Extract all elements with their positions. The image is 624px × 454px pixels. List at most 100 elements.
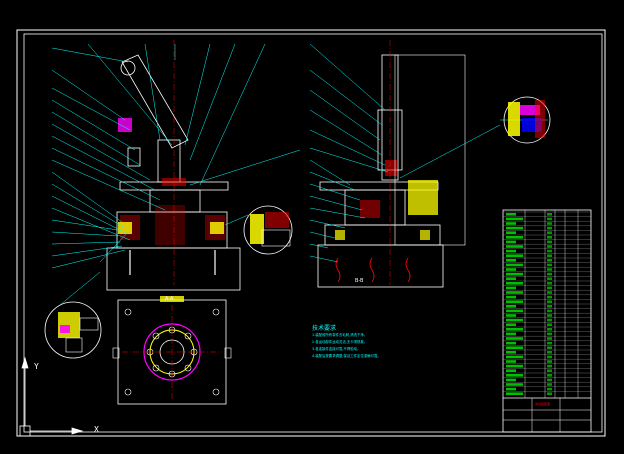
parts-row-name bbox=[506, 236, 523, 239]
parts-row-name bbox=[506, 277, 516, 280]
parts-row-qty bbox=[547, 217, 552, 221]
detail-view-left bbox=[44, 301, 102, 359]
parts-row-qty bbox=[547, 383, 552, 386]
parts-row-qty bbox=[547, 222, 552, 225]
parts-row-name bbox=[506, 268, 516, 271]
technical-note: 4.装配后按要求调整,保证工件定位准确可靠。 bbox=[312, 354, 381, 358]
parts-row-qty bbox=[547, 259, 552, 262]
parts-row-name bbox=[506, 272, 523, 276]
parts-row-name bbox=[506, 295, 516, 299]
parts-row-qty bbox=[547, 213, 552, 216]
parts-row-qty bbox=[547, 364, 552, 368]
parts-row-name bbox=[506, 305, 516, 308]
leader-lines-right bbox=[309, 43, 548, 263]
parts-row-name bbox=[506, 332, 516, 336]
parts-row-name bbox=[506, 314, 516, 317]
detail-view-right bbox=[503, 96, 551, 144]
outer-frame bbox=[16, 29, 606, 437]
parts-row-qty bbox=[547, 387, 552, 391]
parts-row-qty bbox=[547, 355, 552, 359]
parts-row-name bbox=[506, 387, 516, 391]
parts-row-qty bbox=[547, 254, 552, 257]
technical-note: 1.装配前所有零件去毛刺,清洗干净。 bbox=[312, 333, 368, 337]
parts-row-qty bbox=[547, 226, 552, 230]
parts-row-qty bbox=[547, 268, 552, 271]
view-label-side: B-B bbox=[355, 278, 364, 284]
parts-row-name bbox=[506, 378, 516, 382]
parts-row-qty bbox=[547, 236, 552, 239]
parts-row-name bbox=[506, 259, 516, 262]
parts-row-name bbox=[506, 374, 523, 377]
parts-row-qty bbox=[547, 369, 552, 372]
parts-row-name bbox=[506, 318, 523, 322]
parts-row-name bbox=[506, 323, 516, 326]
technical-note: 2.各运动部件运动灵活,无卡滞现象。 bbox=[312, 340, 368, 344]
parts-row-qty bbox=[547, 351, 552, 354]
parts-row-name bbox=[506, 364, 523, 368]
parts-row-name bbox=[506, 222, 516, 225]
parts-row-qty bbox=[547, 392, 552, 395]
parts-row-qty bbox=[547, 378, 552, 382]
parts-row-qty bbox=[547, 263, 552, 267]
view-label-top: A-A bbox=[165, 296, 174, 302]
parts-row-qty bbox=[547, 245, 552, 248]
parts-row-name bbox=[506, 282, 523, 285]
title-block bbox=[502, 209, 592, 433]
parts-row-name bbox=[506, 300, 523, 303]
parts-row-name bbox=[506, 341, 516, 345]
parts-row-name bbox=[506, 346, 523, 349]
leader-lines-left bbox=[51, 43, 301, 306]
parts-row-name bbox=[506, 369, 516, 372]
parts-row-qty bbox=[547, 337, 552, 340]
parts-row-name bbox=[506, 231, 516, 234]
parts-row-name bbox=[506, 254, 523, 257]
parts-row-qty bbox=[547, 277, 552, 280]
parts-row-qty bbox=[547, 374, 552, 377]
ucs-icon bbox=[19, 356, 84, 437]
parts-row-qty bbox=[547, 272, 552, 276]
top-view bbox=[112, 296, 232, 405]
parts-row-qty bbox=[547, 300, 552, 303]
parts-row-qty bbox=[547, 291, 552, 294]
parts-row-qty bbox=[547, 323, 552, 326]
parts-row-name bbox=[506, 291, 523, 294]
parts-row-qty bbox=[547, 286, 552, 290]
parts-row-qty bbox=[547, 231, 552, 234]
parts-row-name bbox=[506, 328, 523, 331]
parts-row-name bbox=[506, 351, 516, 354]
parts-row-name bbox=[506, 309, 523, 313]
parts-row-qty bbox=[547, 282, 552, 285]
parts-row-qty bbox=[547, 341, 552, 345]
parts-row-name bbox=[506, 240, 516, 244]
technical-notes-title: 技术要求 bbox=[312, 325, 337, 332]
parts-row-qty bbox=[547, 346, 552, 349]
detail-view-middle bbox=[243, 205, 293, 255]
parts-row-name bbox=[506, 392, 523, 395]
parts-row-qty bbox=[547, 314, 552, 317]
parts-row-name bbox=[506, 383, 523, 386]
technical-note: 3.各连接件连接可靠,不得松动。 bbox=[312, 347, 361, 351]
parts-row-name bbox=[506, 213, 516, 216]
parts-row-qty bbox=[547, 305, 552, 308]
parts-row-name bbox=[506, 286, 516, 290]
parts-row-name bbox=[506, 226, 523, 230]
side-view bbox=[317, 40, 466, 288]
parts-row-qty bbox=[547, 309, 552, 313]
parts-row-qty bbox=[547, 249, 552, 253]
parts-row-qty bbox=[547, 295, 552, 299]
parts-row-qty bbox=[547, 360, 552, 363]
parts-row-name bbox=[506, 245, 523, 248]
parts-row-qty bbox=[547, 328, 552, 331]
parts-row-name bbox=[506, 217, 523, 221]
parts-row-qty bbox=[547, 318, 552, 322]
inner-frame bbox=[23, 33, 603, 433]
parts-row-qty bbox=[547, 332, 552, 336]
parts-row-name bbox=[506, 337, 523, 340]
parts-row-name bbox=[506, 263, 523, 267]
technical-notes: 技术要求 1.装配前所有零件去毛刺,清洗干净。 2.各运动部件运动灵活,无卡滞现… bbox=[312, 323, 452, 360]
ucs-y-label: Y bbox=[34, 362, 39, 371]
parts-row-name bbox=[506, 249, 516, 253]
parts-row-name bbox=[506, 355, 523, 359]
parts-row-name bbox=[506, 360, 516, 363]
